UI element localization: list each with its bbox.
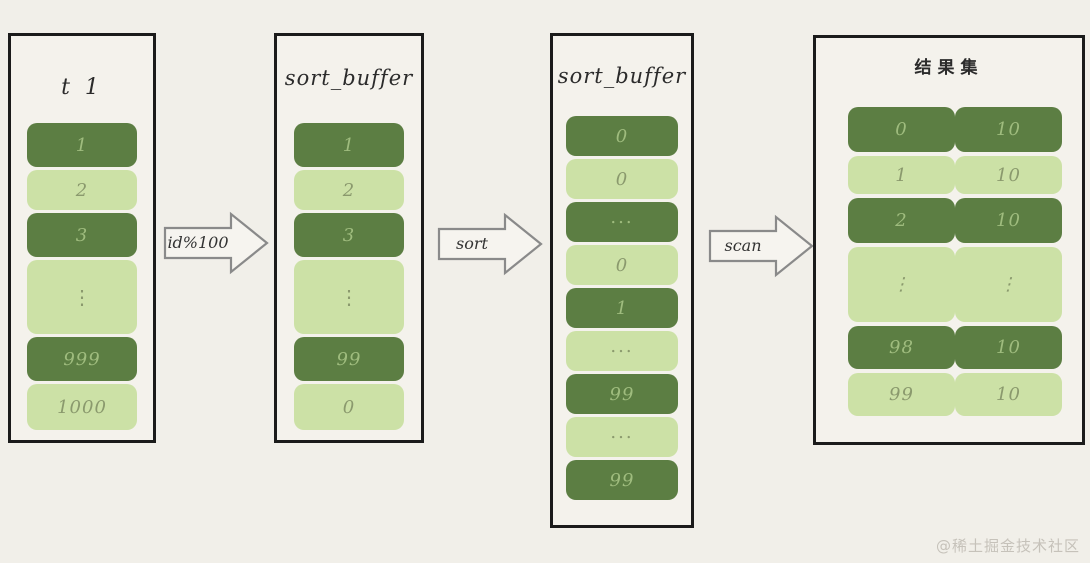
table-t1-box: t 1 1 2 3 ⋮ 999 1000 bbox=[8, 33, 156, 443]
row-value: 2 bbox=[75, 179, 89, 201]
table-row: 0 bbox=[294, 384, 404, 430]
row-value: 999 bbox=[63, 348, 101, 370]
row-value: 3 bbox=[342, 224, 356, 246]
result-row-ellipsis: ⋮ ⋮ bbox=[848, 247, 1062, 322]
arrow-id-mod-100: id%100 bbox=[163, 211, 269, 275]
row-value: 99 bbox=[609, 469, 635, 491]
result-set-box: 结果集 0 10 1 10 2 10 ⋮ ⋮ 98 10 9 bbox=[813, 35, 1085, 445]
sort-buffer-rows: 1 2 3 ⋮ 99 0 bbox=[294, 123, 404, 430]
table-row: 999 bbox=[27, 337, 137, 381]
bottom-white-strip bbox=[0, 563, 1090, 570]
vertical-dots: ⋮ bbox=[339, 285, 359, 309]
row-value: 0 bbox=[615, 125, 629, 147]
table-row: 1000 bbox=[27, 384, 137, 430]
table-row: 1 bbox=[294, 123, 404, 167]
arrow-sort: sort bbox=[437, 212, 543, 276]
table-row: 3 bbox=[294, 213, 404, 257]
result-cell-count: 10 bbox=[955, 198, 1062, 243]
table-row: 0 bbox=[566, 116, 678, 156]
block-arrow-icon bbox=[708, 214, 814, 278]
row-value: 99 bbox=[609, 383, 635, 405]
horizontal-dots: ... bbox=[610, 422, 634, 443]
sort-buffer-rows: 0 0 ... 0 1 ... 99 ... 99 bbox=[566, 113, 678, 500]
row-value: 1 bbox=[75, 134, 89, 156]
result-set-title: 结果集 bbox=[914, 58, 984, 78]
result-cell-count: 10 bbox=[955, 373, 1062, 416]
result-cell-count: 10 bbox=[955, 156, 1062, 194]
row-value: 1000 bbox=[57, 396, 107, 418]
table-row: 3 bbox=[27, 213, 137, 257]
table-row-ellipsis: ... bbox=[566, 331, 678, 371]
table-row: 1 bbox=[566, 288, 678, 328]
row-value: 1 bbox=[615, 297, 629, 319]
table-row: 0 bbox=[566, 245, 678, 285]
row-value: 3 bbox=[75, 224, 89, 246]
table-row: 2 bbox=[27, 170, 137, 210]
table-row-ellipsis: ⋮ bbox=[294, 260, 404, 334]
table-row: 99 bbox=[566, 460, 678, 500]
row-value: 0 bbox=[342, 396, 356, 418]
table-row: 99 bbox=[294, 337, 404, 381]
result-cell-count: 10 bbox=[955, 107, 1062, 152]
sort-buffer-title: sort_buffer bbox=[557, 64, 687, 88]
table-row: 99 bbox=[566, 374, 678, 414]
table-row-ellipsis: ⋮ bbox=[27, 260, 137, 334]
vertical-dots: ⋮ bbox=[72, 285, 92, 309]
block-arrow-icon bbox=[437, 212, 543, 276]
table-row: 0 bbox=[566, 159, 678, 199]
vertical-dots: ⋮ bbox=[955, 247, 1062, 322]
result-cell-id: 98 bbox=[848, 326, 955, 369]
sort-buffer-sorted-box: sort_buffer 0 0 ... 0 1 ... 99 ... 99 bbox=[550, 33, 694, 528]
row-value: 99 bbox=[336, 348, 362, 370]
result-row: 1 10 bbox=[848, 156, 1062, 194]
row-value: 1 bbox=[342, 134, 356, 156]
row-value: 2 bbox=[342, 179, 356, 201]
result-cell-id: 99 bbox=[848, 373, 955, 416]
horizontal-dots: ... bbox=[610, 336, 634, 357]
row-value: 0 bbox=[615, 254, 629, 276]
watermark: @稀土掘金技术社区 bbox=[935, 537, 1080, 555]
result-set-rows: 0 10 1 10 2 10 ⋮ ⋮ 98 10 99 10 bbox=[848, 103, 1062, 416]
table-row: 2 bbox=[294, 170, 404, 210]
result-row: 2 10 bbox=[848, 198, 1062, 243]
table-row-ellipsis: ... bbox=[566, 417, 678, 457]
arrow-label: id%100 bbox=[167, 233, 229, 252]
table-row: 1 bbox=[27, 123, 137, 167]
sort-buffer-unsorted-box: sort_buffer 1 2 3 ⋮ 99 0 bbox=[274, 33, 424, 443]
sort-buffer-title: sort_buffer bbox=[284, 66, 414, 90]
result-cell-id: 1 bbox=[848, 156, 955, 194]
result-cell-count: 10 bbox=[955, 326, 1062, 369]
row-value: 0 bbox=[615, 168, 629, 190]
result-cell-id: 2 bbox=[848, 198, 955, 243]
table-row-ellipsis: ... bbox=[566, 202, 678, 242]
result-row: 98 10 bbox=[848, 326, 1062, 369]
arrow-scan: scan bbox=[708, 214, 814, 278]
horizontal-dots: ... bbox=[610, 207, 634, 228]
result-row: 99 10 bbox=[848, 373, 1062, 416]
table-t1-rows: 1 2 3 ⋮ 999 1000 bbox=[27, 123, 137, 430]
result-row: 0 10 bbox=[848, 107, 1062, 152]
result-cell-id: 0 bbox=[848, 107, 955, 152]
arrow-label: sort bbox=[456, 234, 488, 253]
table-t1-title: t 1 bbox=[61, 75, 103, 100]
vertical-dots: ⋮ bbox=[848, 247, 955, 322]
arrow-label: scan bbox=[724, 236, 762, 255]
block-arrow-icon bbox=[163, 211, 269, 275]
